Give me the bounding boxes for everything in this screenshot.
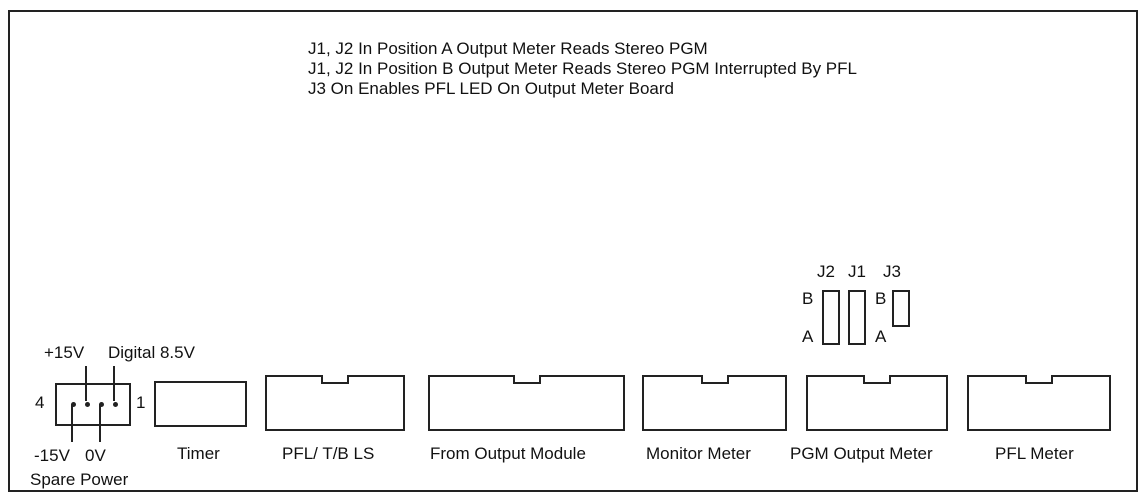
pin-2	[99, 402, 104, 407]
digital-8-5v-label: Digital 8.5V	[108, 343, 195, 362]
pin-4	[71, 402, 76, 407]
minus15v-lead	[71, 404, 73, 442]
zero-volt-lead	[99, 404, 101, 442]
pfl-meter-connector[interactable]	[967, 375, 1111, 431]
j3-position-a-label: A	[875, 327, 887, 346]
pin-3	[85, 402, 90, 407]
pfl-tb-ls-connector[interactable]	[265, 375, 405, 431]
pfl-tb-ls-label: PFL/ T/B LS	[282, 444, 375, 463]
from-output-module-connector[interactable]	[428, 375, 625, 431]
pgm-output-meter-label: PGM Output Meter	[790, 444, 933, 463]
minus15v-label: -15V	[34, 446, 70, 465]
note-line-2: J1, J2 In Position B Output Meter Reads …	[308, 59, 857, 78]
zero-volt-label: 0V	[85, 446, 106, 465]
monitor-meter-label: Monitor Meter	[646, 444, 751, 463]
j3-label: J3	[883, 262, 901, 281]
connector-key	[512, 375, 541, 384]
digital-lead	[113, 366, 115, 401]
connector-key	[1025, 375, 1053, 384]
jumper-j3[interactable]	[892, 290, 910, 327]
j3-position-b-label: B	[875, 289, 887, 308]
timer-connector[interactable]	[154, 381, 247, 427]
pin-1	[113, 402, 118, 407]
jumper-notes: J1, J2 In Position A Output Meter Reads …	[308, 39, 857, 99]
j2-position-b-label: B	[802, 289, 814, 308]
jumper-j1[interactable]	[848, 290, 866, 345]
spare-power-title: Spare Power	[30, 470, 129, 489]
spare-power-header[interactable]	[55, 383, 131, 426]
plus15v-lead	[85, 366, 87, 401]
from-output-module-label: From Output Module	[430, 444, 586, 463]
connector-key	[321, 375, 349, 384]
connector-key	[700, 375, 729, 384]
pfl-meter-label: PFL Meter	[995, 444, 1074, 463]
monitor-meter-connector[interactable]	[642, 375, 787, 431]
timer-label: Timer	[177, 444, 220, 463]
jumper-j2[interactable]	[822, 290, 840, 345]
circuit-board-outline	[8, 10, 1138, 492]
j1-label: J1	[848, 262, 866, 281]
note-line-1: J1, J2 In Position A Output Meter Reads …	[308, 39, 708, 58]
j2-position-a-label: A	[802, 327, 814, 346]
note-line-3: J3 On Enables PFL LED On Output Meter Bo…	[308, 79, 674, 98]
pin-4-label: 4	[35, 393, 45, 412]
connector-key	[863, 375, 891, 384]
pin-1-label: 1	[136, 393, 146, 412]
j2-label: J2	[817, 262, 835, 281]
plus15v-label: +15V	[44, 343, 85, 362]
pgm-output-meter-connector[interactable]	[806, 375, 948, 431]
